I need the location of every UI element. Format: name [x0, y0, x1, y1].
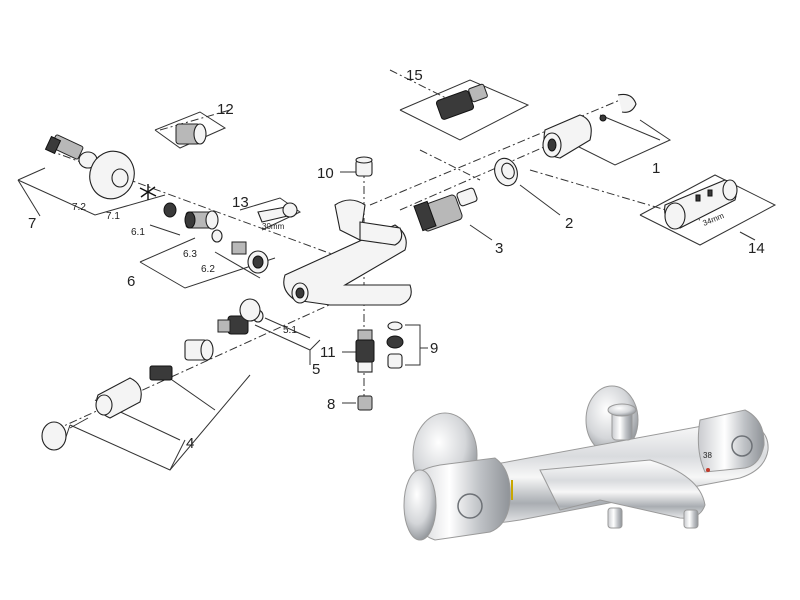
mixer-body	[283, 199, 412, 306]
diverter-knob	[607, 403, 637, 441]
callout-5-1: 5.1	[283, 325, 297, 336]
callout-3: 3	[495, 240, 503, 257]
connector-part-7-2	[44, 134, 98, 169]
callout-7-1: 7.1	[106, 211, 120, 222]
cap-10	[355, 156, 373, 177]
sleeve-14	[664, 179, 738, 230]
wrench-13	[257, 202, 298, 223]
temperature-handle	[403, 457, 513, 541]
flow-handle: 38	[697, 409, 765, 473]
wrench-size-label: 30mm	[262, 222, 285, 231]
fitting-6-2	[231, 241, 269, 274]
fitting-6-3	[184, 210, 219, 230]
callout-14: 14	[748, 240, 765, 257]
fitting-5	[217, 298, 264, 335]
callout-7-2: 7.2	[72, 202, 86, 213]
ring-6-1	[163, 202, 177, 218]
callout-5: 5	[312, 361, 320, 378]
callout-9: 9	[430, 340, 438, 357]
callout-10: 10	[317, 165, 334, 182]
parts-9	[386, 321, 404, 369]
callout-6-3: 6.3	[183, 249, 197, 260]
callout-12: 12	[217, 101, 234, 118]
callout-2: 2	[565, 215, 573, 232]
callout-15: 15	[406, 67, 423, 84]
callout-8: 8	[327, 396, 335, 413]
cartridge-3	[413, 187, 478, 232]
callout-1: 1	[652, 160, 660, 177]
callout-6: 6	[127, 273, 135, 290]
callout-6-1: 6.1	[131, 227, 145, 238]
part-8	[357, 395, 373, 411]
leader-lines	[17, 69, 777, 471]
handle-1	[542, 93, 637, 159]
callout-6-2: 6.2	[201, 264, 215, 275]
callout-13: 13	[232, 194, 249, 211]
part-12	[175, 123, 207, 145]
callout-11: 11	[320, 344, 336, 361]
callout-4: 4	[186, 435, 194, 452]
callout-7: 7	[28, 215, 36, 232]
cartridge-11	[355, 329, 375, 373]
spindle-15	[435, 83, 488, 120]
spout-photo	[539, 459, 706, 519]
product-photo: 38	[403, 385, 769, 541]
seal-star	[139, 184, 157, 200]
handle-group-4	[41, 339, 214, 451]
parts-illustration	[41, 83, 738, 451]
dial-scale-label: 38	[703, 451, 712, 460]
